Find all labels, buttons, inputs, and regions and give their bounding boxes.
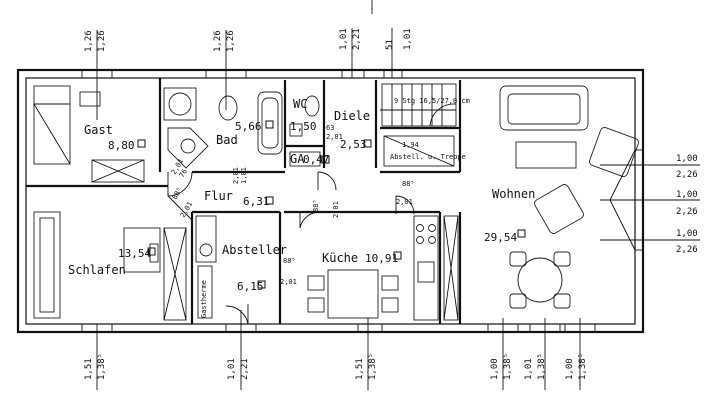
room-area-abstell-treppe: 1,94 xyxy=(402,141,419,149)
room-label-wohnen: Wohnen xyxy=(492,187,535,201)
outer-walls xyxy=(16,68,645,334)
schlafen-furniture xyxy=(33,211,187,321)
wc-door-upper: 63 xyxy=(326,124,334,132)
right-dim-1-upper: 1,00 xyxy=(676,154,698,164)
room-area-bad: 5,66 xyxy=(235,120,262,133)
abstell-door-upper: 88⁵ xyxy=(283,257,296,265)
dimension-lines xyxy=(96,0,700,390)
bottom-dim-1-upper: 1,51 xyxy=(84,358,94,380)
stair-note: 9 Stg 16,5/27,0 cm xyxy=(394,97,470,105)
treppe-door-lower: 2,01 xyxy=(396,198,413,206)
top-dim-1-upper: 1,26 xyxy=(84,30,94,52)
flur-kitchen-lower: 2,01 xyxy=(332,201,340,218)
room-label-abstell-treppe: Abstell. u. Treppe xyxy=(390,153,466,161)
room-area-gast: 8,80 xyxy=(108,139,135,152)
right-dim-3-lower: 2,26 xyxy=(676,245,698,255)
room-area-schlafen: 13,54 xyxy=(118,247,151,260)
stair xyxy=(380,83,457,167)
area-markers xyxy=(137,120,526,289)
wc-fixtures xyxy=(289,95,321,167)
bottom-dim-4-lower: 1,38⁵ xyxy=(503,353,513,380)
room-area-wc: 1,50 xyxy=(290,120,317,133)
room-label-ga: GA xyxy=(290,152,305,166)
room-label-wc: WC xyxy=(293,97,307,111)
room-label-bad: Bad xyxy=(216,133,238,147)
room-area-ga: 0,47 xyxy=(303,153,330,166)
room-labels: Gast 8,80 Bad 5,66 WC 1,50 Diele 2,53 GA… xyxy=(68,97,535,293)
gast-furniture xyxy=(33,85,145,183)
room-label-schlafen: Schlafen xyxy=(68,263,126,277)
right-dimensions: 1,00 2,26 1,00 2,26 1,00 2,26 xyxy=(676,154,698,255)
top-dim-4-upper: 51 xyxy=(385,39,395,50)
bottom-dim-5-lower: 1,38⁵ xyxy=(537,353,547,380)
bad-door-upper: 2,01 xyxy=(232,167,240,184)
bottom-dim-2-lower: 2,21 xyxy=(240,358,250,380)
bad-door-lower: 1,01 xyxy=(240,167,248,184)
abstell-door-lower: 2,01 xyxy=(280,278,297,286)
right-dim-1-lower: 2,26 xyxy=(676,170,698,180)
bottom-dimensions: 1,51 1,38⁵ 1,01 2,21 1,51 1,38⁵ 1,00 1,3… xyxy=(84,353,588,380)
bottom-dim-3-upper: 1,51 xyxy=(355,358,365,380)
plan-notes: 9 Stg 16,5/27,0 cm Gastherme xyxy=(200,97,470,318)
room-area-kueche: 10,91 xyxy=(365,252,398,265)
right-dim-3-upper: 1,00 xyxy=(676,229,698,239)
room-area-flur: 6,31 xyxy=(243,195,270,208)
top-dim-3-upper: 1,01 xyxy=(339,28,349,50)
right-dim-2-upper: 1,00 xyxy=(676,190,698,200)
gast-door-lower: 76 xyxy=(178,168,189,179)
top-dim-4-lower: 1,01 xyxy=(403,28,413,50)
top-dim-2-lower: 1,26 xyxy=(226,30,236,52)
room-label-flur: Flur xyxy=(204,189,233,203)
right-dim-2-lower: 2,26 xyxy=(676,207,698,217)
room-label-kueche: Küche xyxy=(322,251,358,265)
abstell-fixtures xyxy=(195,215,217,319)
top-dim-3-lower: 2,21 xyxy=(352,28,362,50)
openings xyxy=(81,70,643,332)
room-label-diele: Diele xyxy=(334,109,370,123)
wohnen-furniture xyxy=(499,85,639,309)
room-label-gast: Gast xyxy=(84,123,113,137)
bad-fixtures xyxy=(163,87,283,169)
bottom-dim-2-upper: 1,01 xyxy=(227,358,237,380)
kueche-fixtures xyxy=(307,215,459,321)
bottom-dim-6-lower: 1,38⁵ xyxy=(578,353,588,380)
bottom-dim-1-lower: 1,38⁵ xyxy=(97,353,107,380)
bottom-dim-4-upper: 1,00 xyxy=(490,358,500,380)
room-area-diele: 2,53 xyxy=(340,138,367,151)
top-dim-2-upper: 1,26 xyxy=(213,30,223,52)
schlafen-door-upper: 88⁵ xyxy=(171,186,184,201)
top-dimensions: 1,26 1,26 1,26 1,26 1,01 2,21 51 1,01 xyxy=(84,28,413,52)
treppe-door-upper: 88⁵ xyxy=(402,180,415,188)
room-label-absteller: Absteller xyxy=(222,243,287,257)
bottom-dim-5-upper: 1,01 xyxy=(524,358,534,380)
door-swings xyxy=(167,171,415,325)
room-area-wohnen: 29,54 xyxy=(484,231,517,244)
bottom-dim-6-upper: 1,00 xyxy=(565,358,575,380)
flur-kitchen-upper: 88⁵ xyxy=(312,199,320,212)
gastherme-label: Gastherme xyxy=(200,280,208,318)
top-dim-1-lower: 1,26 xyxy=(97,30,107,52)
wc-door-lower: 2,01 xyxy=(326,133,343,141)
bottom-dim-3-lower: 1,38⁵ xyxy=(368,353,378,380)
room-area-absteller: 6,15 xyxy=(237,280,264,293)
